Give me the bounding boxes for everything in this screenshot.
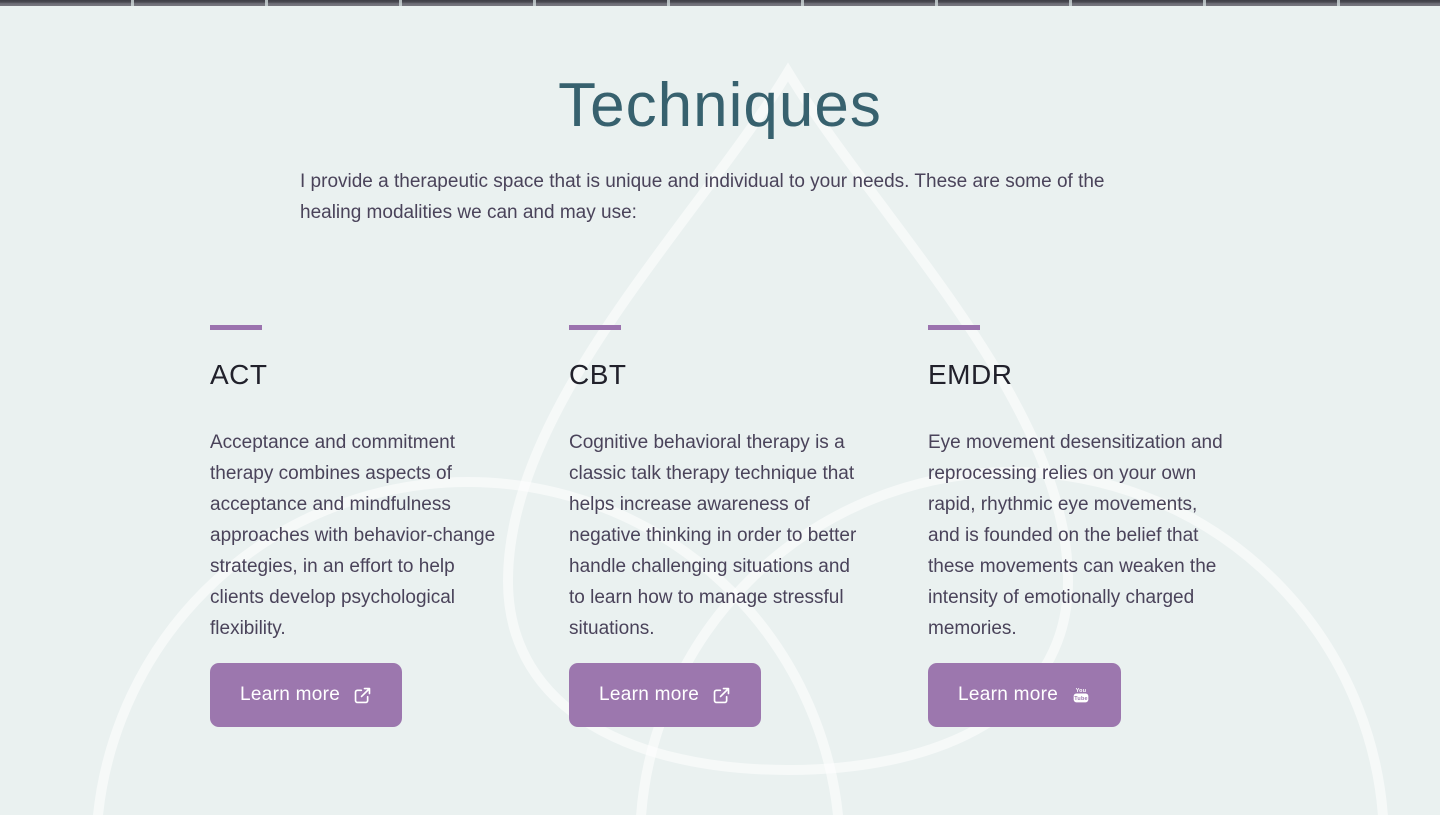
youtube-icon-text-bottom: Tube xyxy=(1074,696,1088,702)
learn-more-label: Learn more xyxy=(599,684,700,706)
learn-more-label: Learn more xyxy=(240,684,341,706)
technique-heading-emdr: EMDR xyxy=(928,359,1013,391)
browser-top-strip xyxy=(0,0,1440,6)
accent-divider xyxy=(569,325,621,331)
page-title: Techniques xyxy=(558,71,882,140)
techniques-section: Techniques I provide a therapeutic space… xyxy=(0,6,1440,815)
accent-divider xyxy=(210,325,262,331)
learn-more-button-emdr[interactable]: Learn more You Tube xyxy=(928,663,1122,728)
section-intro: I provide a therapeutic space that is un… xyxy=(300,171,1105,224)
learn-more-button-cbt[interactable]: Learn more xyxy=(569,663,762,728)
technique-card-act: ACT Acceptance and commitment therapy co… xyxy=(210,325,512,728)
techniques-grid: ACT Acceptance and commitment therapy co… xyxy=(210,228,1230,728)
technique-description-emdr: Eye movement desensitization and reproce… xyxy=(928,432,1223,640)
learn-more-button-act[interactable]: Learn more xyxy=(210,663,403,728)
external-link-icon xyxy=(712,686,731,705)
technique-description-act: Acceptance and commitment therapy combin… xyxy=(210,432,496,640)
learn-more-label: Learn more xyxy=(958,684,1059,706)
external-link-icon xyxy=(353,686,372,705)
technique-heading-act: ACT xyxy=(210,359,268,391)
technique-heading-cbt: CBT xyxy=(569,359,627,391)
youtube-icon-text-top: You xyxy=(1076,688,1087,694)
technique-card-emdr: EMDR Eye movement desensitization and re… xyxy=(928,325,1230,728)
youtube-icon: You Tube xyxy=(1071,685,1091,705)
accent-divider xyxy=(928,325,980,331)
technique-card-cbt: CBT Cognitive behavioral therapy is a cl… xyxy=(569,325,871,728)
technique-description-cbt: Cognitive behavioral therapy is a classi… xyxy=(569,432,857,640)
